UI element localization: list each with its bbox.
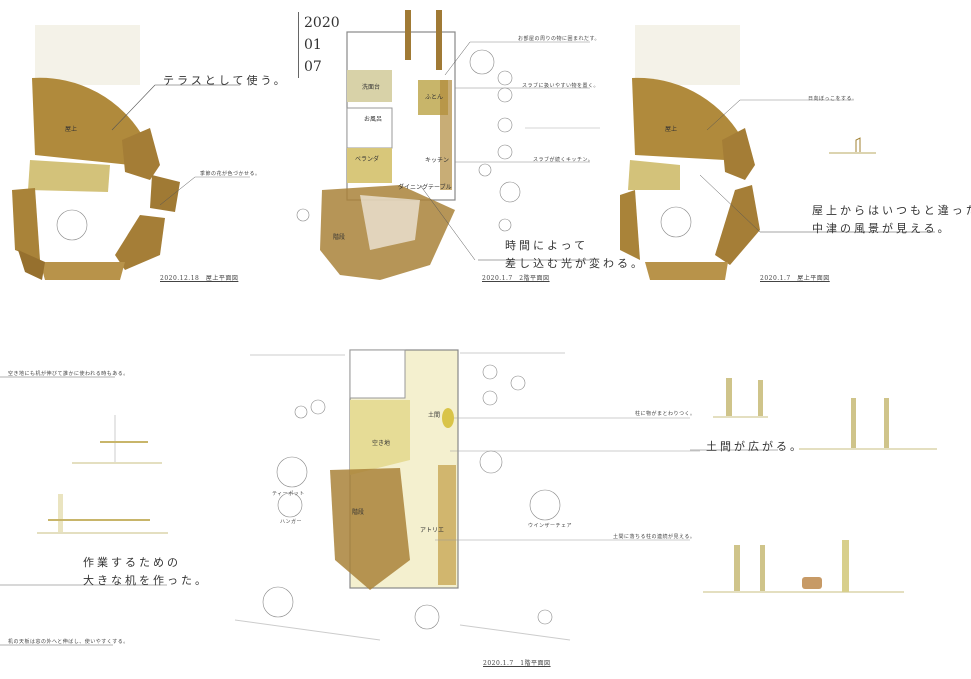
roof2-room-label: 屋上 [665,126,678,133]
floor2-note-3: スラブが続くキッチン。 [533,157,594,163]
desk-note-top: 空き地にも机が伸びて誰かに使われる時もある。 [8,371,129,377]
desk-headline-1: 作業するための [83,556,181,569]
roof2-caption: 2020.1.7 屋上平面図 [760,275,830,282]
roof2-headline-1: 屋上からはいつもと違った [812,204,971,217]
date-month: 01 [304,37,322,53]
room-doma: 土間 [428,412,441,419]
room-vacant-lot: 空き地 [372,440,391,447]
date-stamp: 2020 01 07 [298,12,340,78]
desk-headline-2: 大きな机を作った。 [83,574,209,587]
floor2-note-1: お部屋の周りの物に囲まれだす。 [518,36,601,42]
floor2-headline-1: 時間によって [505,239,589,252]
room-futon: ふとん [425,94,444,101]
item-hanger: ハンガー [280,519,303,525]
roof-plan-1-drawing [12,25,250,280]
room-bath: お風呂 [364,116,383,123]
doma-headline: 土間が広がる。 [706,440,804,453]
roof1-caption: 2020.12.18 屋上平面図 [160,275,239,282]
room-stairs-1f: 階段 [352,509,365,516]
floor2-caption: 2020.1.7 2階平面図 [482,275,550,282]
roof2-note: 日向ぼっこをする。 [808,96,858,102]
floor1-caption: 2020.1.7 1階平面図 [483,660,551,667]
desk-section-drawing [0,376,168,646]
date-year: 2020 [304,15,340,31]
item-chair: ウインザーチェア [528,523,573,529]
date-day: 07 [304,59,322,75]
roof2-headline-2: 中津の風景が見える。 [812,222,952,235]
roof1-headline: テラスとして使う。 [163,74,288,87]
roof1-room-label: 屋上 [65,126,78,133]
floor2-headline-2: 差し込む光が変わる。 [505,257,645,270]
room-stairs-2f: 階段 [333,234,346,241]
room-kitchen: キッチン [425,157,450,164]
desk-note-bottom: 机の天板は窓の外へと伸ばし、使いやすくする。 [8,639,129,645]
item-teapot: ティーポット [272,491,305,497]
doma-section-drawing [690,378,937,593]
room-veranda: ベランダ [355,156,380,163]
floor1-plan-drawing [234,349,700,641]
room-dining: ダイニングテーブル [398,184,452,191]
floor2-note-2: スラブに扱いやすい物を置く。 [522,83,600,89]
roof-plan-2-drawing [620,25,935,280]
doma-note-top: 柱に物がまとわりつく。 [635,411,696,417]
roof1-note: 季節の花が色づかせる。 [200,171,261,177]
floor2-plan-drawing [296,10,600,280]
room-washbasin: 洗面台 [362,84,381,91]
doma-note-bottom: 土間に落ちる柱の連続が見える。 [613,534,696,540]
room-atelier: アトリエ [420,527,445,534]
